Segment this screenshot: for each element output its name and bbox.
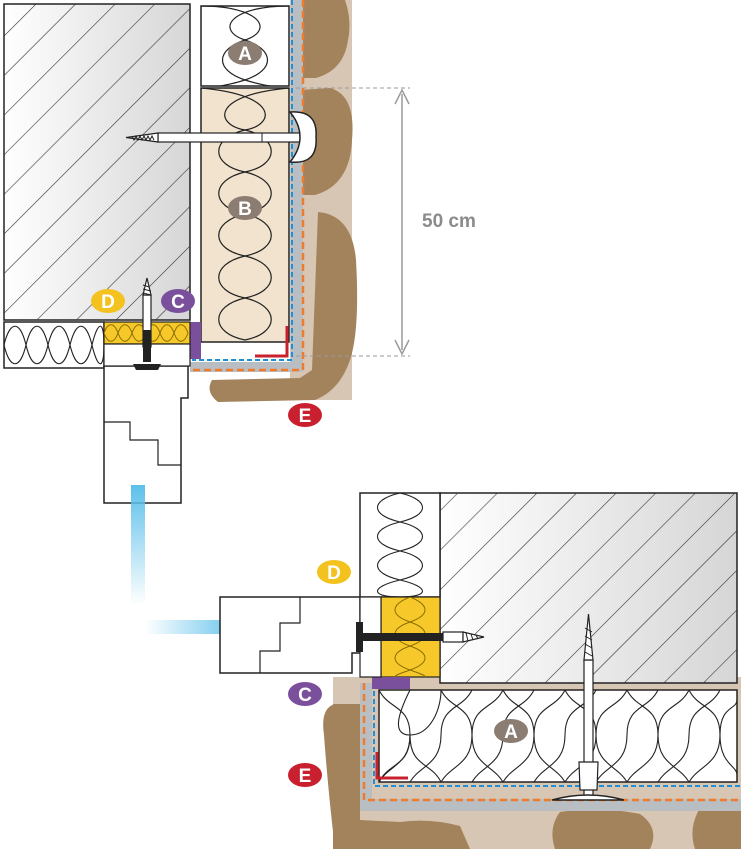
seal-strip-c-upper [190,322,201,359]
svg-text:A: A [504,722,518,743]
corner-strip-e-lower [375,752,408,780]
dimension-label: 50 cm [422,211,476,232]
fixing-upper-horizontal [125,111,317,164]
wall-lower [439,492,738,684]
fixing-upper-vertical [133,277,161,370]
label-c-lower: C [288,682,322,706]
dimension-50cm: 50 cm [296,87,476,357]
svg-text:B: B [238,199,252,220]
svg-text:A: A [238,44,252,65]
label-a-lower: A [494,719,528,743]
fixing-lower-vertical [551,613,625,801]
svg-text:C: C [171,292,185,313]
label-d-lower: D [317,560,351,584]
label-e-upper: E [288,403,322,427]
corner-strip-e-upper [255,326,289,358]
insulation-a-lower [378,689,738,783]
label-a-upper: A [228,41,262,65]
seal-strip-c-lower [372,677,410,689]
insulation-base-lower [359,492,441,598]
label-d-upper: D [91,289,125,313]
wall-upper [3,3,191,321]
label-c-upper: C [161,289,195,313]
svg-text:E: E [299,406,312,427]
fixing-lower-horizontal [356,622,485,652]
label-e-lower: E [288,763,322,787]
svg-text:D: D [327,563,341,584]
svg-text:E: E [299,766,312,787]
formwork-block-upper [103,343,191,504]
label-b: B [228,196,262,220]
svg-text:D: D [101,292,115,313]
svg-text:C: C [298,685,312,706]
insulation-base-upper [3,321,105,369]
